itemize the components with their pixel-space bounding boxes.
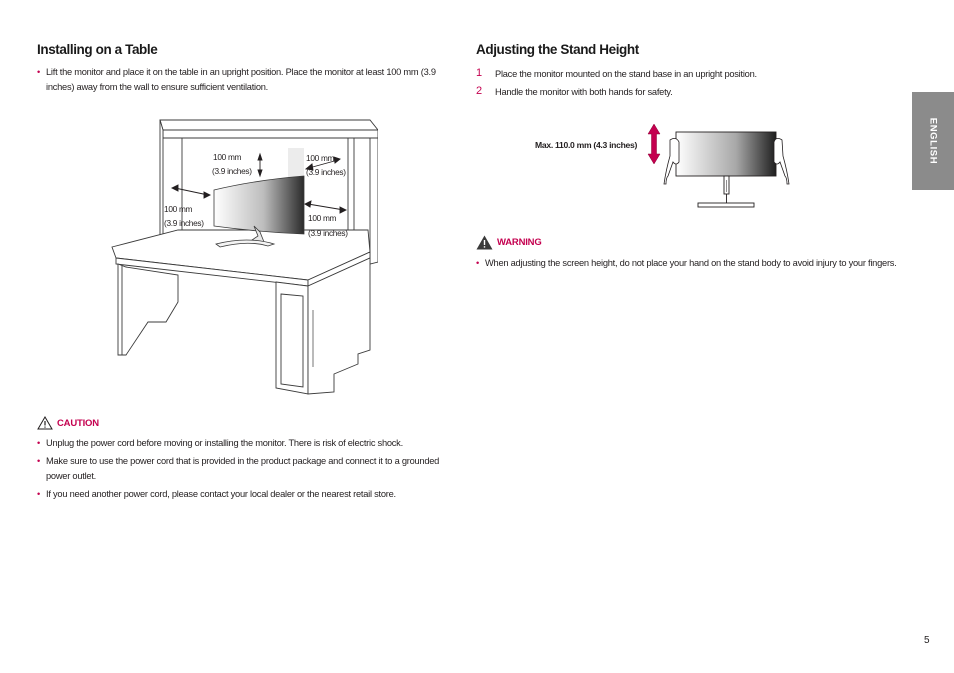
list-item: • Lift the monitor and place it on the ta… — [37, 65, 462, 95]
height-double-arrow — [647, 123, 661, 165]
hands-icon — [663, 138, 790, 185]
list-item: • Unplug the power cord before moving or … — [37, 436, 462, 451]
section-heading: Installing on a Table — [37, 42, 158, 57]
desk-installation-illustration: 100 mm (3.9 inches) 100 mm (3.9 inches) … — [111, 119, 378, 395]
label-right-line2: (3.9 inches) — [308, 228, 348, 238]
section-adjusting-stand-height: Adjusting the Stand Height 1 Place the mo… — [476, 42, 901, 100]
label-right-line1: 100 mm — [308, 213, 337, 223]
bullet-icon: • — [37, 438, 41, 448]
height-label: Max. 110.0 mm (4.3 inches) — [535, 140, 638, 150]
bullet-icon: • — [37, 456, 41, 466]
bullet-icon: • — [476, 258, 480, 268]
list-item-text: When adjusting the screen height, do not… — [485, 258, 897, 268]
caution-header: CAUTION — [37, 416, 462, 430]
caution-label: CAUTION — [57, 417, 99, 429]
warning-label: WARNING — [497, 237, 542, 248]
warning-list: • When adjusting the screen height, do no… — [476, 256, 901, 271]
list-item: • If you need another power cord, please … — [37, 487, 462, 502]
section-heading: Adjusting the Stand Height — [476, 42, 639, 57]
curved-monitor — [213, 175, 305, 248]
step-item: 1 Place the monitor mounted on the stand … — [476, 67, 901, 82]
warning-header: WARNING — [476, 235, 901, 250]
label-left-line1: 100 mm — [164, 204, 193, 214]
clearance-arrows — [170, 152, 348, 214]
label-left-line2: (3.9 inches) — [164, 218, 204, 228]
language-side-tab: ENGLISH — [912, 92, 954, 190]
caution-block: CAUTION • Unplug the power cord before mo… — [37, 416, 462, 502]
stand-height-illustration: Max. 110.0 mm (4.3 inches) — [535, 123, 790, 208]
language-side-tab-label: ENGLISH — [927, 117, 939, 165]
warning-block: WARNING • When adjusting the screen heigh… — [476, 235, 901, 271]
section-installing-on-table: Installing on a Table • Lift the monitor … — [37, 42, 462, 95]
label-top-right-line2: (3.9 inches) — [306, 167, 346, 177]
list-item-text: Unplug the power cord before moving or i… — [46, 438, 403, 448]
step-item: 2 Handle the monitor with both hands for … — [476, 85, 901, 100]
list-item: • Make sure to use the power cord that is… — [37, 454, 462, 484]
bullet-icon: • — [37, 67, 41, 77]
label-top-right-line1: 100 mm — [306, 153, 335, 163]
steps-list: 1 Place the monitor mounted on the stand … — [476, 67, 901, 100]
warning-triangle-icon — [476, 235, 493, 250]
list-item-text: If you need another power cord, please c… — [46, 489, 396, 499]
caution-triangle-icon — [37, 416, 53, 430]
label-top-left-line2: (3.9 inches) — [212, 166, 252, 176]
bullet-icon: • — [37, 489, 41, 499]
label-top-left-line1: 100 mm — [213, 152, 242, 162]
bullet-list: • Lift the monitor and place it on the ta… — [37, 65, 462, 95]
step-number: 1 — [476, 67, 482, 79]
list-item-text: Lift the monitor and place it on the tab… — [46, 67, 436, 92]
step-number: 2 — [476, 85, 482, 97]
caution-list: • Unplug the power cord before moving or … — [37, 436, 462, 502]
list-item-text: Make sure to use the power cord that is … — [46, 456, 440, 481]
step-text: Handle the monitor with both hands for s… — [495, 87, 673, 97]
step-text: Place the monitor mounted on the stand b… — [495, 69, 757, 79]
page-number: 5 — [924, 635, 930, 646]
list-item: • When adjusting the screen height, do no… — [476, 256, 901, 271]
